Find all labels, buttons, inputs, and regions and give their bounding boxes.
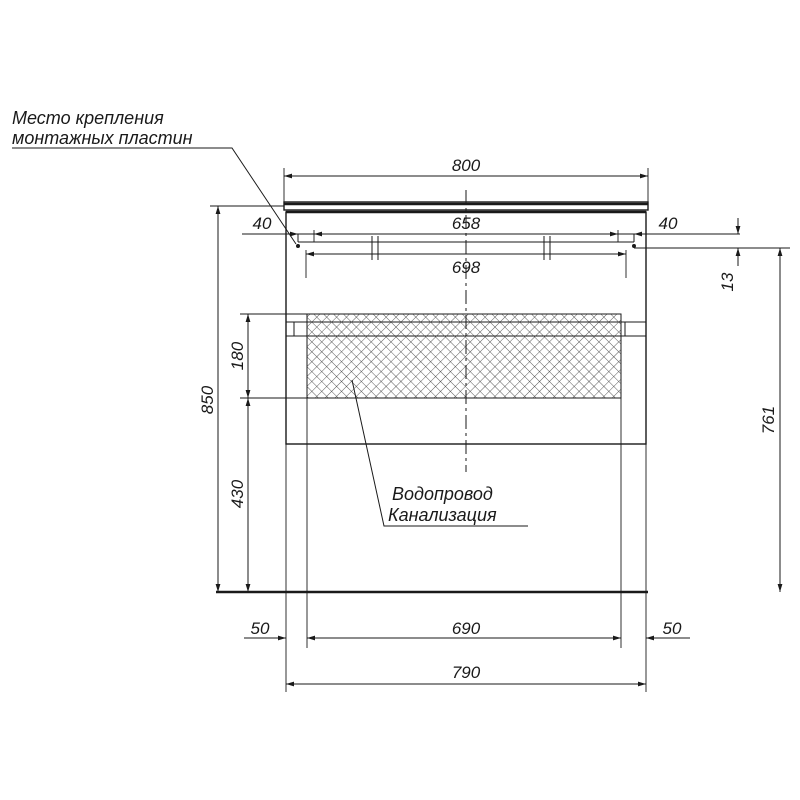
dim-side-left: 50 (251, 619, 270, 638)
plumbing-zone (306, 313, 622, 399)
dim-zone-height: 180 (228, 341, 247, 370)
dim-mount-spacing: 658 (452, 214, 481, 233)
dim-mount-drop: 13 (718, 272, 737, 291)
dim-mount-offset-left: 40 (253, 214, 272, 233)
plumbing-label-line2: Канализация (388, 505, 497, 525)
dimension-lines (215, 173, 783, 687)
dim-body-width: 790 (452, 663, 481, 682)
dim-zone-floor-height: 430 (228, 479, 247, 508)
dim-mount-offset-right: 40 (659, 214, 678, 233)
plumbing-label-line1: Водопровод (392, 484, 493, 504)
mount-label-line1: Место крепления (12, 108, 164, 128)
dim-total-height: 850 (198, 385, 217, 414)
mount-label-line2: монтажных пластин (12, 128, 193, 148)
mount-point-left (296, 244, 300, 248)
extension-lines (210, 168, 790, 692)
dim-side-right: 50 (663, 619, 682, 638)
mount-point-right (632, 244, 636, 248)
dim-mount-height: 761 (759, 406, 778, 434)
dim-inner-width: 698 (452, 258, 481, 277)
dim-inner-span: 690 (452, 619, 481, 638)
dim-total-width: 800 (452, 156, 481, 175)
leader-lines (12, 147, 528, 527)
